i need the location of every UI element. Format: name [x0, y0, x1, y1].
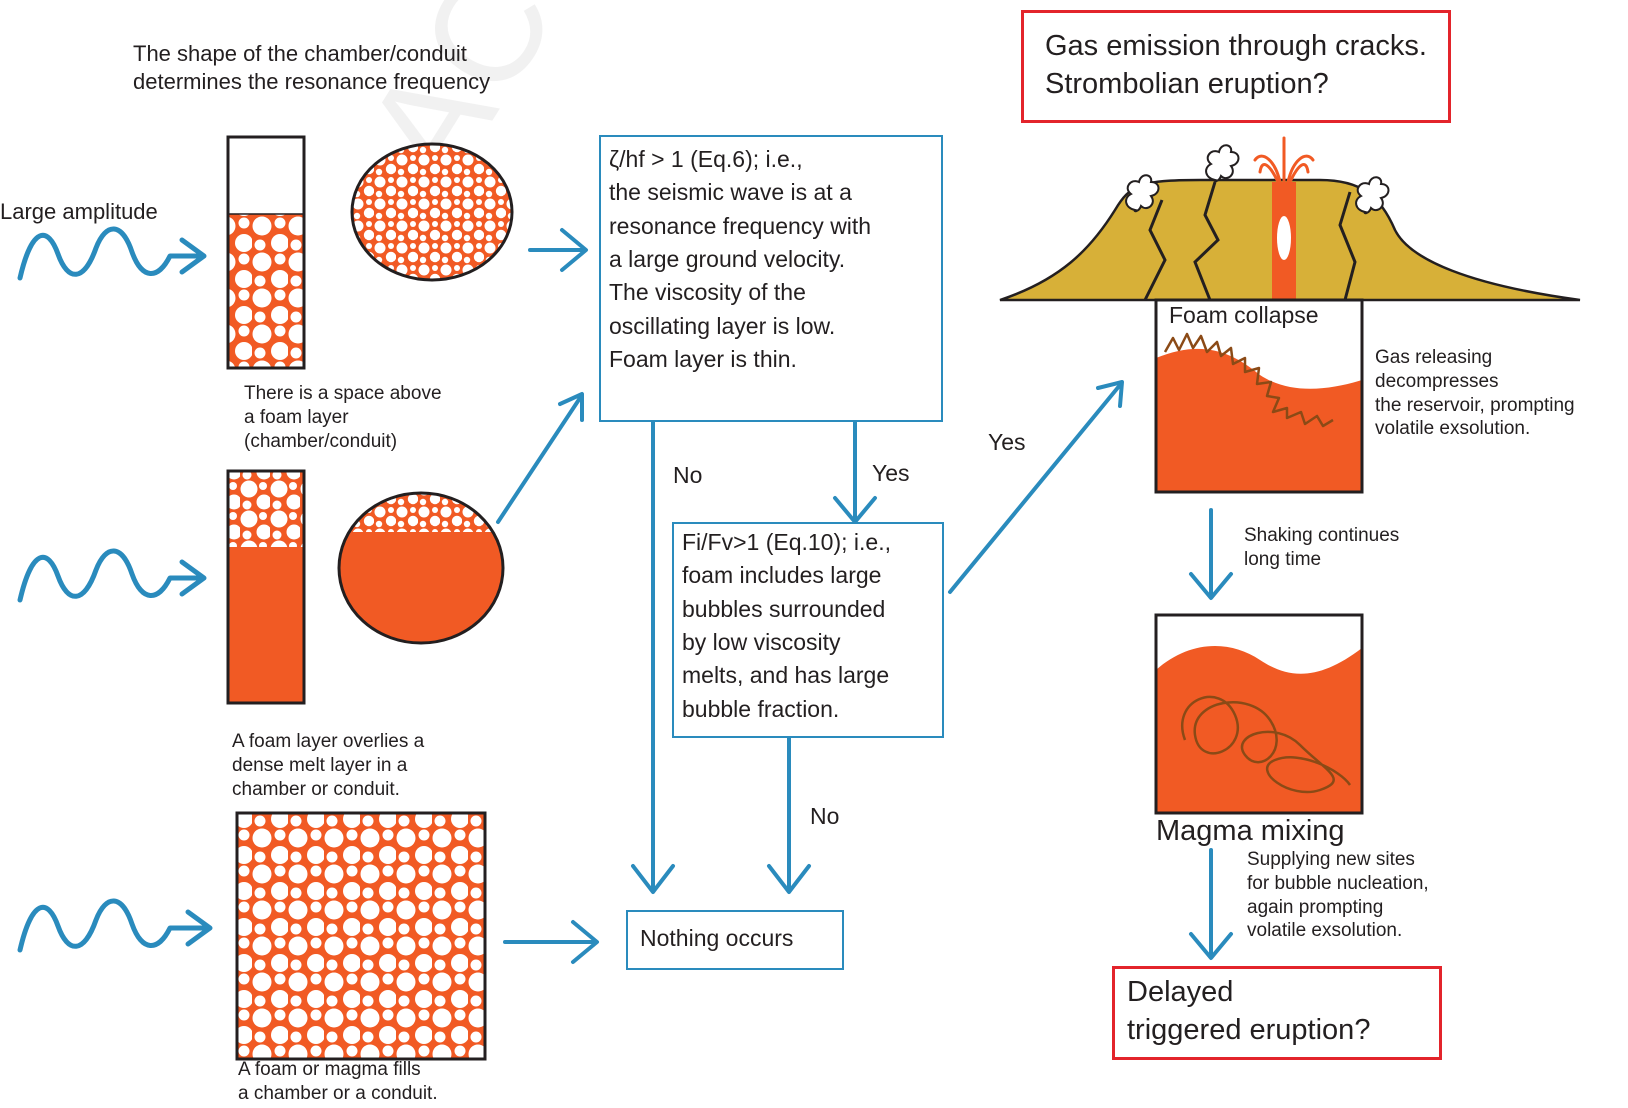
supplying-sites-note: Supplying new sites for bubble nucleatio… [1247, 849, 1429, 942]
arrow-no-fi-to-nothing [767, 733, 811, 894]
arrow-yes-to-foam-collapse [948, 380, 1124, 594]
bubble-condition-box: Fi/Fv>1 (Eq.10); i.e., foam includes lar… [672, 522, 944, 738]
gas-releasing-note: Gas releasing decompresses the reservoir… [1375, 347, 1575, 440]
no-label-2: No [810, 803, 840, 829]
delayed-eruption-box: Delayed triggered eruption? [1112, 966, 1442, 1060]
shape-frequency-note: The shape of the chamber/conduit determi… [133, 41, 491, 94]
seismic-wave-1 [17, 226, 207, 281]
delayed-eruption-text: Delayed triggered eruption? [1127, 976, 1371, 1046]
foam-collapse-label: Foam collapse [1169, 302, 1319, 328]
ellipse-foam-over-melt [337, 491, 505, 645]
arrow-collapse-to-mixing [1189, 508, 1233, 600]
nothing-occurs-box: Nothing occurs [626, 910, 844, 970]
ellipse-full-foam [350, 142, 514, 282]
yes-label-1: Yes [872, 460, 910, 486]
space-above-caption: There is a space above a foam layer (cha… [244, 383, 442, 452]
foam-collapse-panel [1154, 298, 1364, 494]
magma-mixing-label: Magma mixing [1156, 815, 1345, 847]
arrow-no-to-nothing [631, 420, 675, 894]
resonance-condition-text: ζ/hf > 1 (Eq.6); i.e., the seismic wave … [609, 146, 872, 373]
bubble-condition-text: Fi/Fv>1 (Eq.10); i.e., foam includes lar… [682, 529, 891, 722]
column-space-above-foam [226, 135, 306, 370]
square-full-foam [235, 811, 487, 1061]
arrow-ellipse-to-condition [528, 228, 588, 272]
seismic-wave-3 [17, 898, 213, 953]
resonance-condition-box: ζ/hf > 1 (Eq.6); i.e., the seismic wave … [599, 135, 943, 422]
arrow-square-to-nothing [503, 920, 599, 964]
magma-mixing-panel [1154, 613, 1364, 815]
yes-label-2: Yes [988, 429, 1026, 455]
strombolian-eruption-text: Gas emission through cracks. Strombolian… [1045, 30, 1427, 100]
no-label-1: No [673, 462, 703, 488]
strombolian-eruption-box: Gas emission through cracks. Strombolian… [1021, 10, 1451, 123]
shaking-continues-note: Shaking continues long time [1244, 525, 1400, 570]
large-amplitude-label: Large amplitude [0, 199, 158, 224]
arrow-yes-to-fi [833, 420, 877, 524]
arrow-panel2-to-condition [496, 392, 584, 524]
column-foam-over-melt [226, 469, 306, 705]
foam-fills-caption: A foam or magma fills a chamber or a con… [238, 1059, 438, 1104]
seismic-wave-2 [17, 548, 207, 603]
arrow-mixing-to-delayed [1189, 848, 1233, 960]
nothing-occurs-text: Nothing occurs [640, 925, 794, 951]
volcano [999, 136, 1581, 302]
foam-overlies-caption: A foam layer overlies a dense melt layer… [232, 731, 425, 800]
